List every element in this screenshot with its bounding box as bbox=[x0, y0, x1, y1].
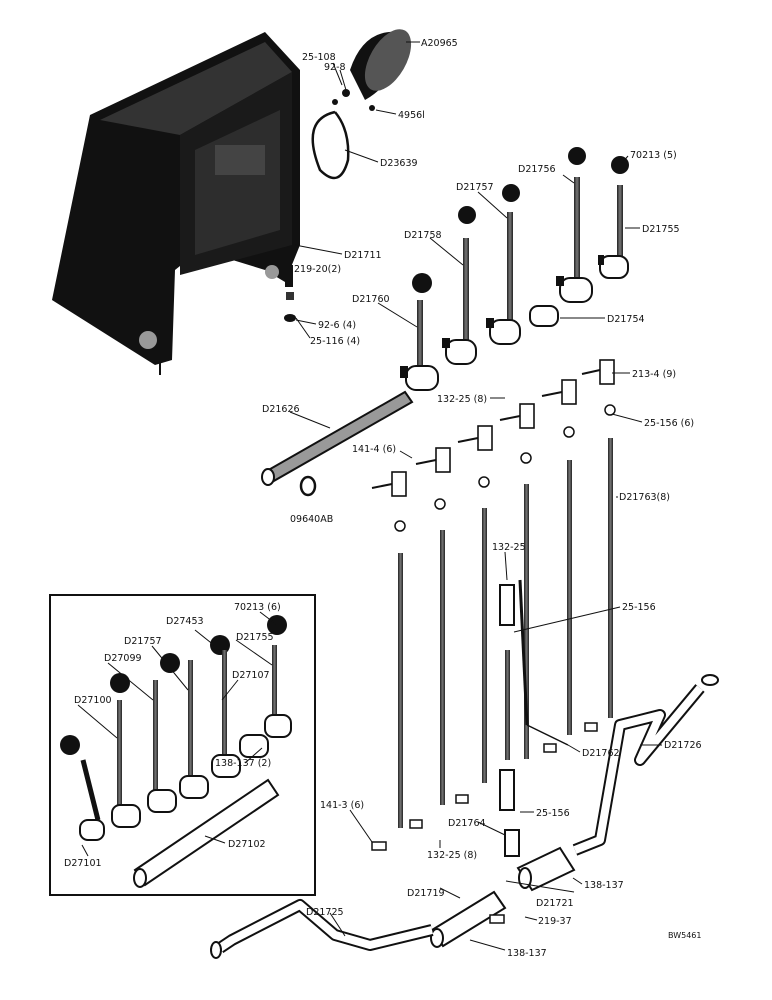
label-70213-6: 70213 (6) bbox=[234, 602, 281, 613]
label-132-25-8-top: 132-25 (8) bbox=[437, 394, 487, 405]
label-d27099: D27099 bbox=[104, 653, 142, 664]
inset-levers bbox=[60, 615, 292, 888]
sleeve-d21721 bbox=[516, 846, 576, 892]
label-d21721: D21721 bbox=[536, 898, 574, 909]
label-219-37: 219-37 bbox=[538, 916, 572, 927]
knob-4 bbox=[458, 206, 476, 224]
label-d21719: D21719 bbox=[407, 888, 445, 899]
vertical-rods bbox=[398, 438, 613, 828]
label-d21726: D21726 bbox=[664, 740, 702, 751]
label-132-25-8-bot: 132-25 (8) bbox=[427, 850, 477, 861]
label-d21755: D21755 bbox=[642, 224, 680, 235]
label-132-25-mid: 132-25 bbox=[492, 542, 526, 553]
shaft-d21719 bbox=[430, 890, 507, 948]
label-d21760: D21760 bbox=[352, 294, 390, 305]
shaft-d21626 bbox=[261, 390, 414, 486]
label-d23639: D23639 bbox=[380, 158, 418, 169]
label-25-108: 25-108 bbox=[302, 52, 336, 63]
crank-d21725 bbox=[217, 901, 433, 952]
knob-5 bbox=[412, 273, 432, 293]
label-d27100: D27100 bbox=[74, 695, 112, 706]
label-d21758: D21758 bbox=[404, 230, 442, 241]
label-138-137-b: 138-137 bbox=[507, 948, 547, 959]
lower-bolts bbox=[371, 722, 598, 924]
inset-frame bbox=[49, 594, 316, 896]
label-a20965: A20965 bbox=[421, 38, 458, 49]
label-d21725: D21725 bbox=[306, 907, 344, 918]
label-d27101: D27101 bbox=[64, 858, 102, 869]
part-labels: A20965 25-108 92-8 4956l D23639 D21711 2… bbox=[64, 38, 702, 959]
knob-3 bbox=[502, 184, 520, 202]
label-d21764: D21764 bbox=[448, 818, 486, 829]
label-25-156-a: 25-156 bbox=[622, 602, 656, 613]
label-141-4-6: 141-4 (6) bbox=[352, 444, 396, 455]
headlamp bbox=[332, 29, 412, 111]
label-25-156-b: 25-156 bbox=[536, 808, 570, 819]
label-d21755-inset: D21755 bbox=[236, 632, 274, 643]
housing-hood bbox=[52, 32, 300, 375]
label-213-4-9: 213-4 (9) bbox=[632, 369, 676, 380]
label-d21757: D21757 bbox=[456, 182, 494, 193]
label-92-6-4: 92-6 (4) bbox=[318, 320, 356, 331]
crank-d21726 bbox=[573, 685, 704, 854]
leader-lines bbox=[77, 41, 662, 951]
label-d21762: D21762 bbox=[582, 748, 620, 759]
knob-1 bbox=[568, 147, 586, 165]
label-d27102: D27102 bbox=[228, 839, 266, 850]
label-d27107: D27107 bbox=[232, 670, 270, 681]
washer-09640ab bbox=[299, 475, 317, 497]
label-138-137-2: 138-137 (2) bbox=[215, 758, 271, 769]
label-141-3-6: 141-3 (6) bbox=[320, 800, 364, 811]
housing-bolts bbox=[284, 265, 296, 322]
label-138-137-a: 138-137 bbox=[584, 880, 624, 891]
label-09640ab: 09640AB bbox=[290, 514, 333, 525]
label-d21626: D21626 bbox=[262, 404, 300, 415]
label-25-116-4: 25-116 (4) bbox=[310, 336, 360, 347]
label-219-20-2: 219-20(2) bbox=[294, 264, 341, 275]
label-25-156-6: 25-156 (6) bbox=[644, 418, 694, 429]
label-d27453: D27453 bbox=[166, 616, 204, 627]
center-linkage bbox=[499, 579, 569, 857]
nuts-25-156 bbox=[394, 404, 616, 532]
label-d21711: D21711 bbox=[344, 250, 382, 261]
control-levers bbox=[400, 147, 629, 391]
label-4956l: 4956l bbox=[398, 110, 425, 121]
label-d21754: D21754 bbox=[607, 314, 645, 325]
clevis-joints bbox=[391, 359, 615, 497]
label-d21757-inset: D21757 bbox=[124, 636, 162, 647]
label-d21756: D21756 bbox=[518, 164, 556, 175]
label-92-8: 92-8 bbox=[324, 62, 346, 73]
label-bw5461: BW5461 bbox=[668, 931, 701, 940]
label-d21763-8: D21763(8) bbox=[619, 492, 670, 503]
label-70213-5: 70213 (5) bbox=[630, 150, 677, 161]
wire-loop bbox=[311, 110, 350, 180]
clevis-pins bbox=[371, 369, 601, 489]
